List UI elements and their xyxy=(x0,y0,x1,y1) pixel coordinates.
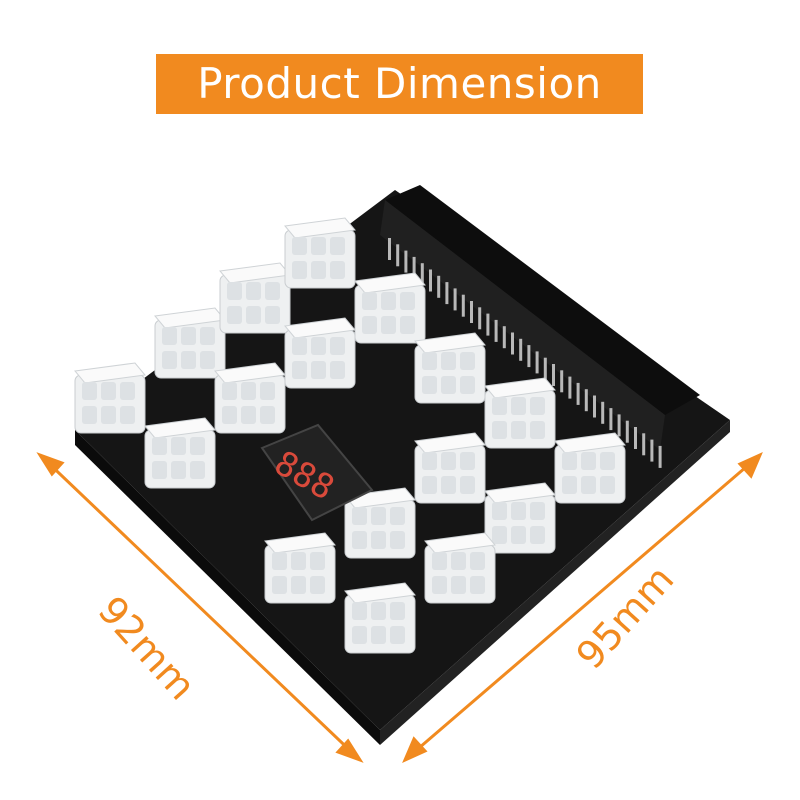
dimension-arrow-icon xyxy=(36,452,763,763)
connector-pin xyxy=(453,288,457,311)
six-pin-connector xyxy=(414,332,486,404)
six-pin-connector xyxy=(144,417,216,489)
power-connectors xyxy=(74,217,626,654)
connector-pin xyxy=(584,389,588,412)
pcb-board-edge xyxy=(75,430,380,745)
connector-pin xyxy=(634,427,637,449)
connector-pin xyxy=(642,433,646,456)
connector-pin xyxy=(388,238,391,260)
connector-pin xyxy=(617,414,621,437)
six-pin-connector xyxy=(74,362,146,434)
six-pin-connector xyxy=(264,532,336,604)
six-pin-connector xyxy=(154,307,226,379)
connector-pin xyxy=(625,420,629,443)
pcb-board-edge-right xyxy=(380,420,730,745)
six-pin-connector xyxy=(284,217,356,289)
connector-pin xyxy=(519,338,523,361)
connector-pin xyxy=(535,351,539,374)
connector-pin xyxy=(420,263,424,286)
six-pin-connector xyxy=(214,362,286,434)
six-pin-connector xyxy=(354,272,426,344)
six-pin-connector xyxy=(554,432,626,504)
connector-pin xyxy=(494,319,498,342)
connector-pin xyxy=(527,345,531,368)
connector-pin xyxy=(429,269,432,292)
connector-pin xyxy=(404,250,408,273)
connector-pin xyxy=(470,301,473,323)
six-pin-connector xyxy=(424,532,496,604)
six-pin-connector xyxy=(344,487,416,559)
connector-pin xyxy=(601,401,605,424)
connector-pin xyxy=(412,256,416,279)
connector-pin xyxy=(593,395,596,418)
six-pin-connector xyxy=(414,432,486,504)
connector-pin xyxy=(552,364,555,386)
six-pin-connector xyxy=(484,482,556,554)
connector-pin xyxy=(543,357,547,380)
page-title: Product Dimension xyxy=(197,59,602,108)
connector-pin xyxy=(445,282,449,305)
pcie-slot-connector xyxy=(380,185,700,468)
connector-pin xyxy=(576,382,580,405)
connector-pin xyxy=(396,244,400,267)
connector-pin xyxy=(511,332,514,355)
title-banner: Product Dimension xyxy=(156,54,643,114)
connector-pin xyxy=(437,275,441,298)
connector-pin xyxy=(560,370,564,393)
six-pin-connector xyxy=(344,582,416,654)
six-pin-connector xyxy=(219,262,291,334)
connector-pin xyxy=(568,376,572,399)
connector-pin xyxy=(486,313,490,336)
connector-pin xyxy=(609,408,613,431)
connector-pin xyxy=(478,307,482,330)
six-pin-connector xyxy=(484,377,556,449)
connector-pin xyxy=(650,439,654,462)
six-pin-connector xyxy=(284,317,356,389)
connector-pin xyxy=(502,326,506,349)
connector-pin xyxy=(461,294,465,317)
connector-pin xyxy=(658,445,662,468)
